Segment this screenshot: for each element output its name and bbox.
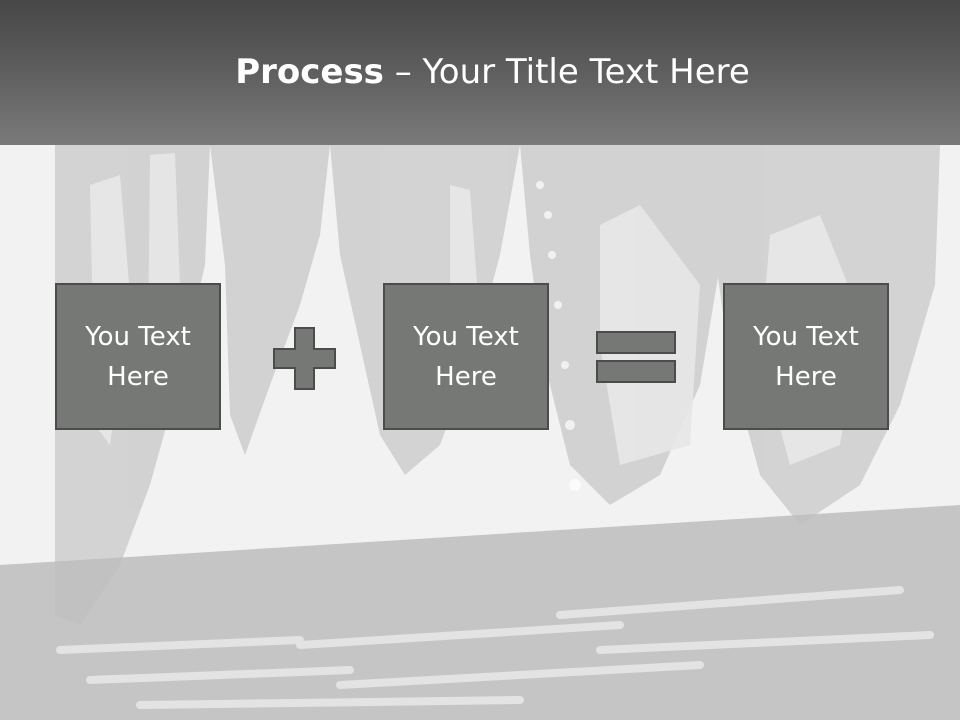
title-bold: Process (235, 52, 384, 92)
process-box-1: You Text Here (55, 283, 221, 430)
equals-icon (596, 331, 676, 383)
process-box-1-label: You Text Here (85, 321, 191, 392)
slide-title: Process – Your Title Text Here (0, 52, 960, 92)
process-box-2: You Text Here (383, 283, 549, 430)
plus-icon (273, 327, 336, 390)
process-box-2-label: You Text Here (413, 321, 519, 392)
city-sketch-background (0, 145, 960, 720)
title-bar: Process – Your Title Text Here (0, 0, 960, 145)
title-rest: – Your Title Text Here (383, 52, 750, 92)
process-box-3-label: You Text Here (753, 321, 859, 392)
process-box-3: You Text Here (723, 283, 889, 430)
